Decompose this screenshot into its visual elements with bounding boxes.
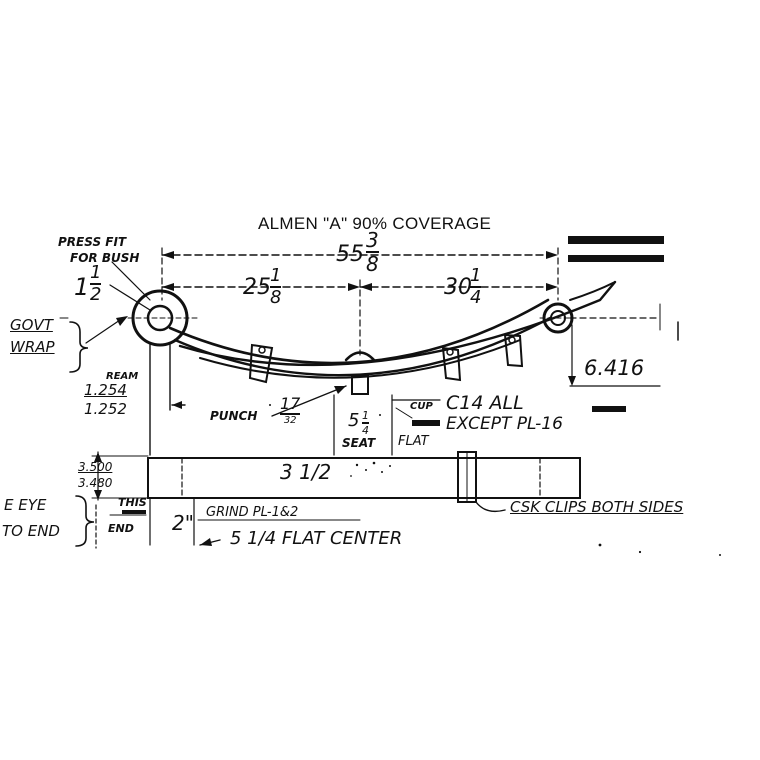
seat-dim-fraction: 1 4	[362, 410, 369, 436]
clip-2	[441, 346, 462, 382]
redacted-mark-2	[568, 255, 664, 262]
for-bush-label: FOR BUSH	[70, 251, 140, 265]
punch-dim-num: 17	[280, 394, 301, 413]
seat-dim-den: 4	[362, 424, 369, 437]
redacted-mark-4	[412, 420, 440, 426]
punch-dim-den: 32	[283, 415, 297, 426]
overall-dim-whole: 55	[336, 242, 364, 267]
flat-center-label: 5 1/4 FLAT CENTER	[230, 528, 403, 549]
c14-all-label: C14 ALL	[446, 392, 524, 414]
camber-dim: 6.416	[584, 356, 645, 380]
drawing-title: ALMEN "A" 90% COVERAGE	[258, 214, 492, 233]
eye-dim-den: 2	[90, 284, 102, 305]
press-fit-label: PRESS FIT	[58, 235, 127, 249]
ream-label: REAM	[106, 371, 139, 382]
redacted-mark-1	[568, 236, 664, 244]
eye-dim-fraction: 1 2	[90, 262, 102, 305]
eye-to-end-label-1: E EYE	[4, 496, 47, 514]
eye-to-end-label-2: TO END	[2, 522, 60, 540]
right-dim-fraction: 1 4	[470, 265, 482, 308]
seat-dim-whole: 5	[348, 410, 360, 431]
punch-dim-fraction: 17 32	[280, 394, 301, 426]
eye-dim-num: 1	[90, 262, 102, 283]
left-dim-whole: 25	[243, 275, 271, 300]
end-label: END	[108, 522, 134, 535]
except-label: EXCEPT PL-16	[446, 414, 563, 434]
redacted-mark-3	[592, 406, 626, 412]
right-dim-den: 4	[470, 287, 482, 308]
left-dim-num: 1	[270, 265, 282, 286]
grind-label: GRIND PL-1&2	[206, 505, 299, 520]
cup-label: CUP	[410, 401, 433, 412]
govt-label: GOVT	[10, 316, 53, 334]
plan-view-leaf	[147, 457, 581, 499]
flat-label: FLAT	[398, 434, 429, 449]
punch-label: PUNCH	[210, 409, 258, 423]
csk-clips-label: CSK CLIPS BOTH SIDES	[510, 498, 684, 516]
ream-max: 1.254	[84, 381, 127, 399]
center-cup	[344, 351, 376, 362]
this-label: THIS	[118, 496, 147, 509]
width-min: 3.480	[78, 476, 113, 490]
width-max: 3.500	[78, 460, 113, 474]
clip-1	[248, 343, 274, 384]
eye-to-end-brace	[75, 495, 95, 547]
right-dim-whole: 30	[444, 275, 472, 300]
grind-length: 2"	[172, 511, 194, 535]
ream-min: 1.252	[84, 400, 127, 418]
width-nominal: 3 1/2	[280, 460, 332, 484]
govt-wrap-brace	[69, 321, 89, 373]
clip-3	[503, 333, 524, 368]
left-dim-fraction: 1 8	[270, 265, 282, 308]
overall-dim-fraction: 3 8	[366, 230, 379, 274]
overall-dim-den: 8	[366, 252, 379, 276]
seat-label: SEAT	[342, 436, 376, 450]
main-leaf-bottom	[178, 280, 617, 367]
eye-dim-whole: 1	[74, 273, 90, 301]
left-dim-den: 8	[270, 287, 282, 308]
wrap-label: WRAP	[10, 338, 55, 356]
main-leaf-mid	[173, 316, 552, 377]
right-dim-num: 1	[470, 265, 482, 286]
overall-dim-num: 3	[366, 228, 379, 252]
seat-dim-num: 1	[362, 409, 369, 422]
